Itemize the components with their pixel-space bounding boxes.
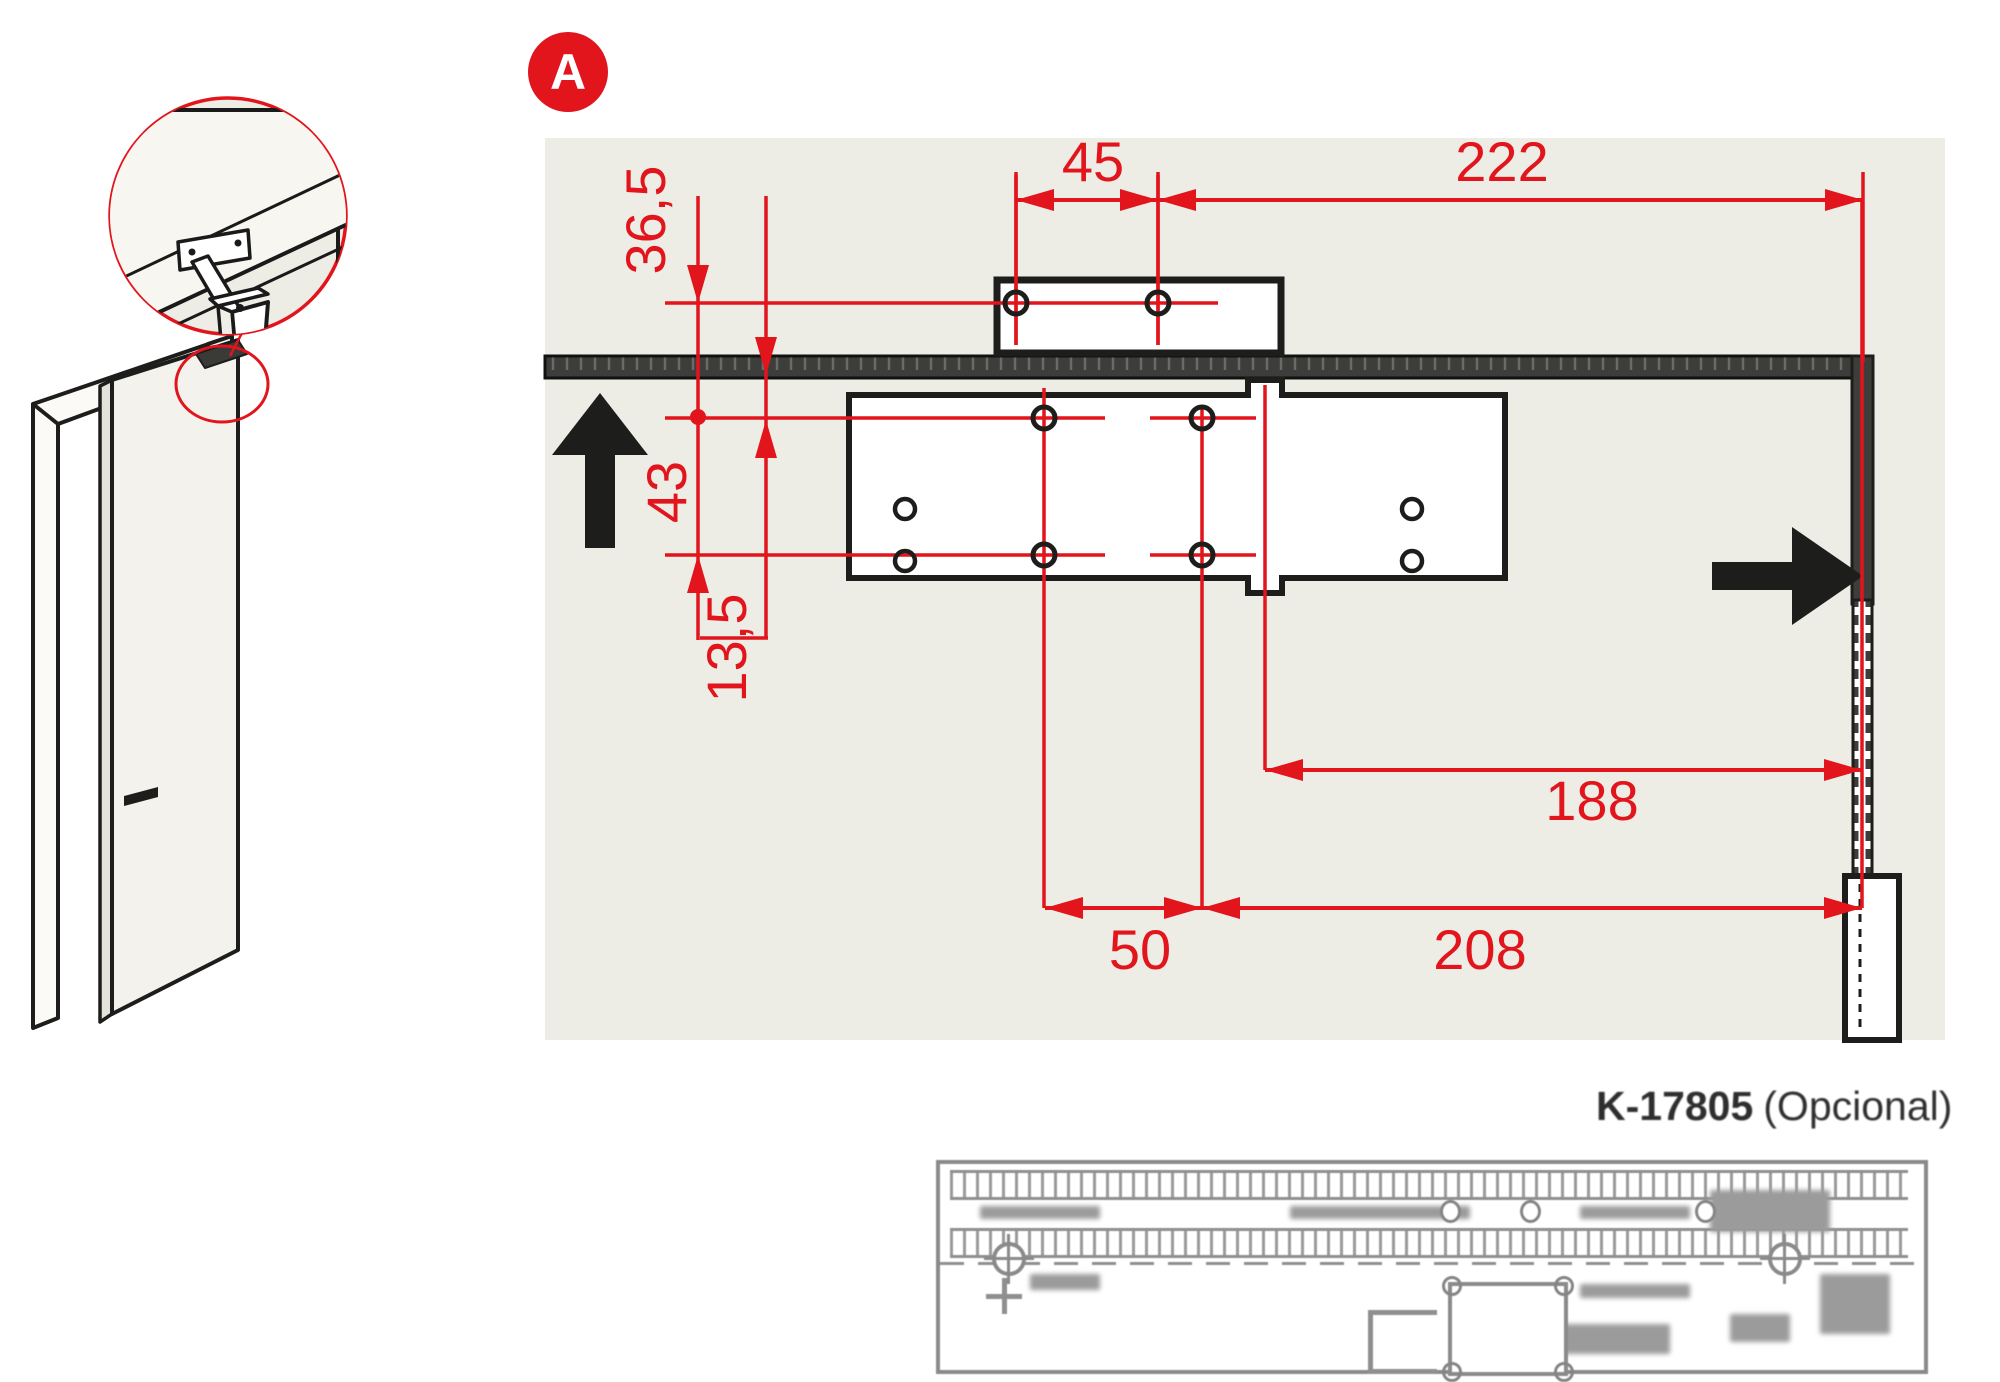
template-centerline <box>940 1262 1924 1265</box>
door-handle <box>124 787 158 806</box>
dim-label-188: 188 <box>1545 769 1639 832</box>
frame-header-section <box>543 354 1875 380</box>
closer-body <box>230 300 270 334</box>
door-leaf <box>110 338 240 1016</box>
template-title: K-17805(Opcional) <box>1596 1083 1952 1129</box>
template-hatch-strip <box>950 1228 1908 1258</box>
door-overview-illustration <box>31 96 348 1030</box>
screw-holes <box>892 289 1425 574</box>
up-arrow-icon <box>552 393 648 548</box>
template-hole <box>1520 1200 1541 1223</box>
template-qualifier: (Opcional) <box>1763 1083 1953 1129</box>
template-fine-print <box>1710 1190 1830 1232</box>
template-fine-print <box>980 1206 1100 1219</box>
dim-label-50: 50 <box>1108 918 1172 981</box>
template-fine-print <box>1290 1206 1470 1219</box>
template-fine-print <box>1580 1206 1690 1219</box>
dim-label-45: 45 <box>1061 130 1125 193</box>
mounting-template-sheet <box>936 1160 1928 1382</box>
detail-a-badge-label: A <box>549 44 587 100</box>
right-arrow-icon <box>1712 527 1863 625</box>
template-code: K-17805 <box>1596 1083 1754 1129</box>
template-bracket-outline <box>1368 1310 1437 1374</box>
hinge-icon <box>329 294 346 334</box>
closer-body-plate-outline <box>846 377 1508 596</box>
door-leaf-section <box>1842 873 1902 1043</box>
detail-a-badge: A <box>528 32 608 112</box>
template-hole <box>1695 1200 1716 1223</box>
magnifier-detail <box>108 96 348 336</box>
dim-label-222: 222 <box>1455 130 1549 193</box>
template-fine-print <box>1580 1284 1690 1298</box>
template-crosshair <box>984 1234 1034 1284</box>
template-hole <box>1440 1200 1461 1223</box>
template-fine-print <box>1820 1274 1890 1334</box>
dim-label-43: 43 <box>635 460 698 524</box>
arm-bracket-outline <box>993 276 1285 357</box>
dim-label-208: 208 <box>1433 918 1527 981</box>
template-center-cutout <box>1442 1276 1574 1382</box>
template-fine-print <box>1030 1274 1100 1290</box>
template-crosshair <box>1760 1234 1810 1284</box>
template-fine-print <box>1730 1314 1790 1342</box>
dim-label-13-5: 13,5 <box>695 593 758 703</box>
magnifier-link-line <box>228 330 245 357</box>
dim-label-36-5: 36,5 <box>614 165 677 275</box>
closer-highlight-circle <box>174 344 270 424</box>
dimension-lines <box>665 172 1865 919</box>
